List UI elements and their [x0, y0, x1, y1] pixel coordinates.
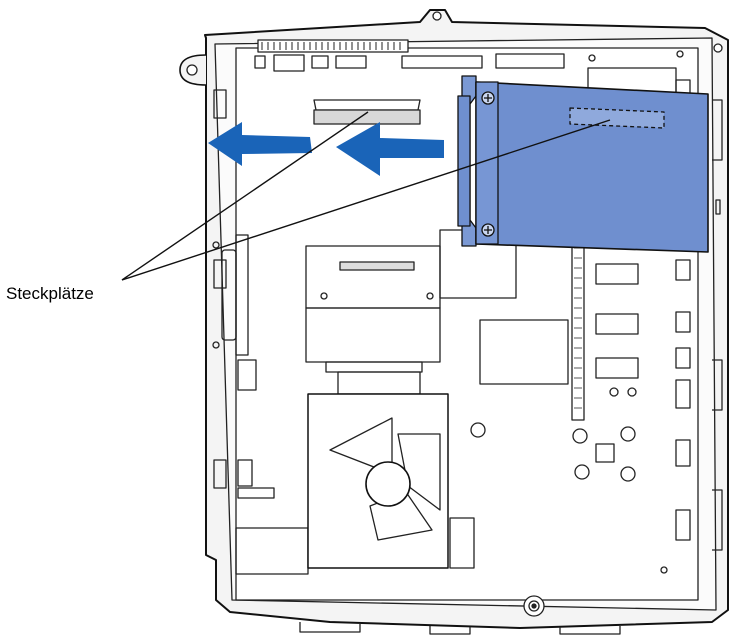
screw-icon [481, 91, 495, 105]
arrow-left-icon [208, 122, 312, 166]
fan-icon [329, 417, 441, 541]
callout-leader-lines [121, 111, 611, 281]
slot-connector [313, 99, 421, 125]
arrow-left-icon [336, 122, 444, 176]
option-card [457, 75, 709, 253]
mounting-hole [186, 64, 198, 76]
slots-callout-label: Steckplätze [6, 284, 94, 303]
screw-icon [481, 223, 495, 237]
